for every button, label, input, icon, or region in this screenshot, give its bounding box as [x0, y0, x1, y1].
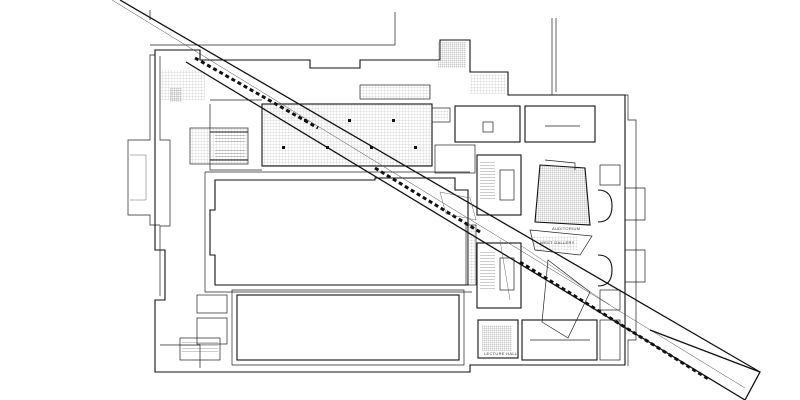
- north-gallery: [160, 42, 506, 171]
- main-courtyard: [204, 171, 472, 293]
- label-west-gallery: WEST GALLERY: [540, 240, 575, 245]
- diagonal-promenade: [111, 0, 761, 400]
- east-stair-towers: [597, 164, 646, 311]
- label-lecture-hall: LECTURE HALL: [484, 351, 518, 356]
- room-labels: AUDITORIUM WEST GALLERY LECTURE HALL: [484, 226, 580, 356]
- east-rooms: [431, 105, 596, 309]
- south-courtyard: [196, 289, 465, 366]
- label-auditorium: AUDITORIUM: [552, 226, 580, 231]
- south-east-rooms: [179, 319, 621, 361]
- west-stair-block: [189, 127, 249, 165]
